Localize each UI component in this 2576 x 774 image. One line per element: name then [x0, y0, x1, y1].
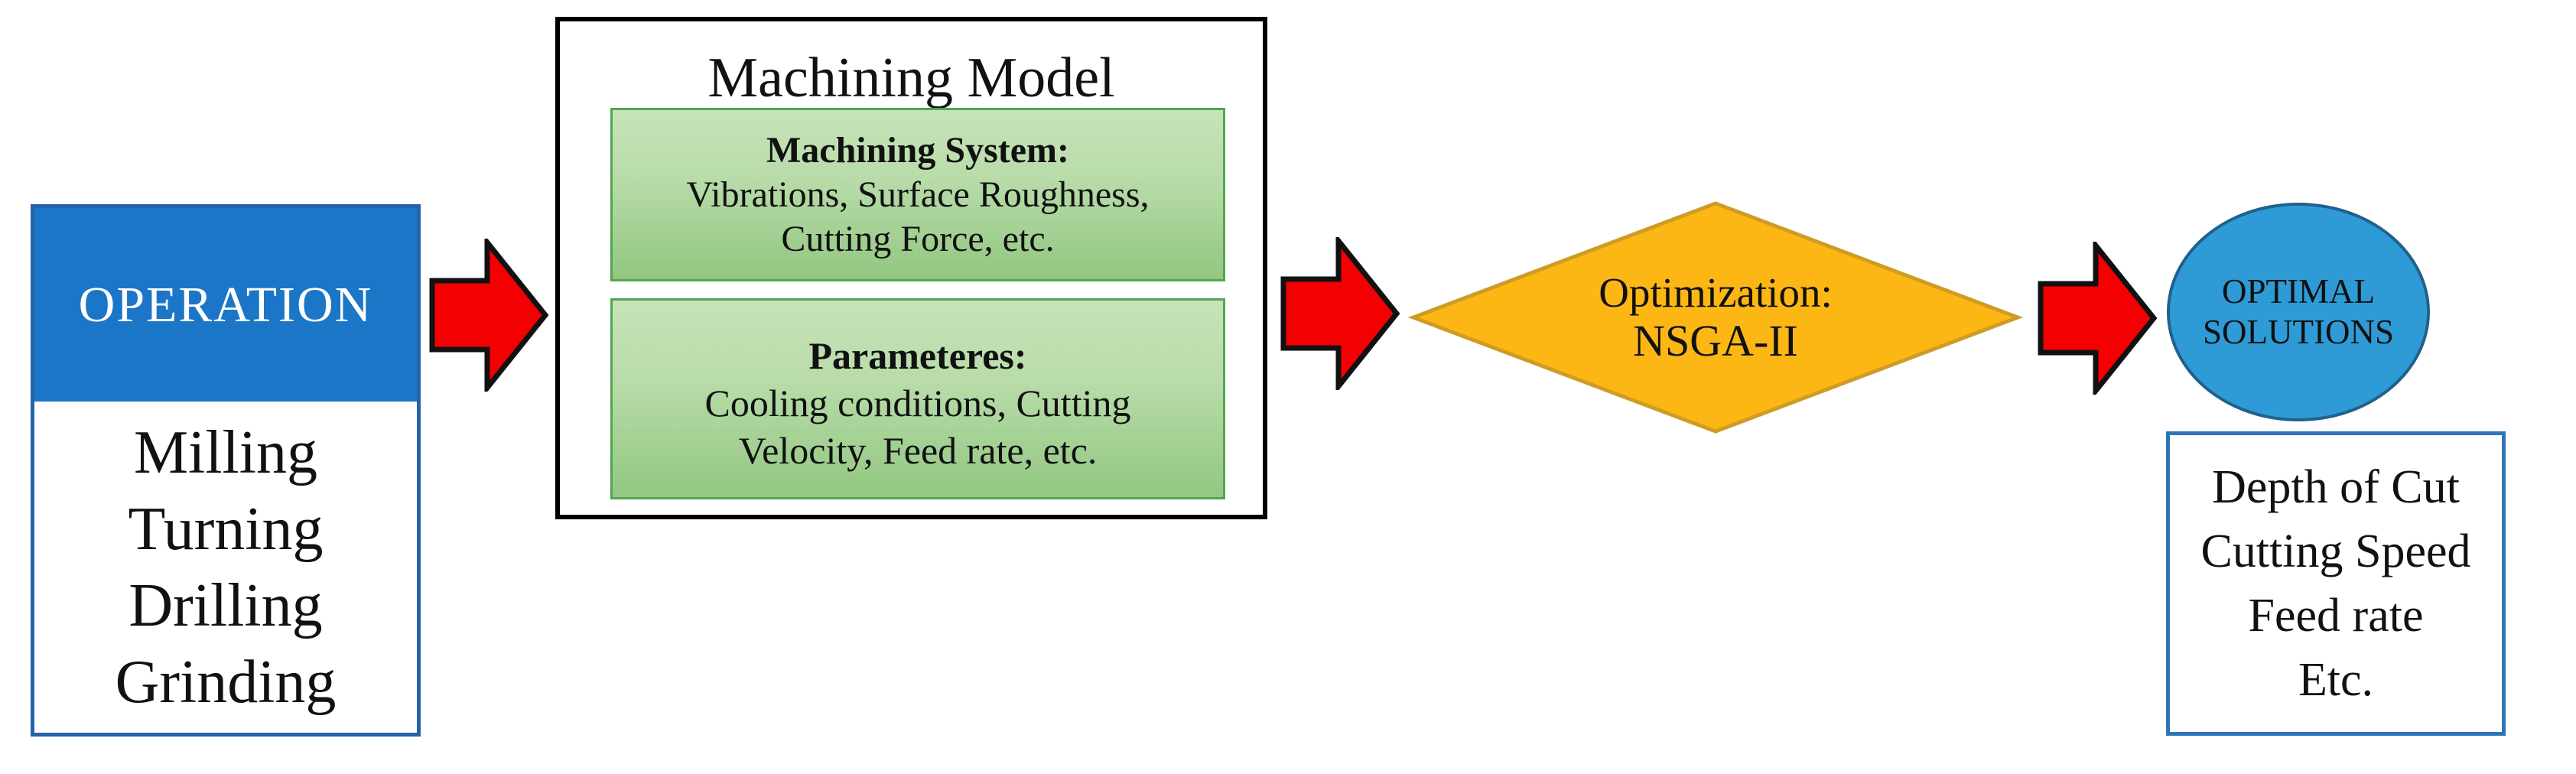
output-item-etc: Etc.	[2298, 654, 2374, 706]
operation-item-milling: Milling	[133, 418, 318, 486]
optimization-line2: NSGA-II	[1633, 316, 1798, 366]
output-item-depth-of-cut: Depth of Cut	[2212, 461, 2460, 513]
operation-list: Milling Turning Drilling Grinding	[115, 415, 337, 720]
right-arrow-icon	[1280, 237, 1400, 390]
machining-system-box: Machining System: Vibrations, Surface Ro…	[610, 108, 1225, 281]
machining-system-line2: Cutting Force, etc.	[781, 218, 1055, 259]
operation-title: OPERATION	[78, 276, 373, 333]
outputs-box: Depth of Cut Cutting Speed Feed rate Etc…	[2166, 431, 2506, 736]
right-arrow-icon	[429, 239, 549, 392]
output-item-feed-rate: Feed rate	[2248, 590, 2424, 642]
operation-box: OPERATION Milling Turning Drilling Grind…	[31, 204, 421, 737]
machining-system-heading: Machining System:	[766, 129, 1069, 171]
operation-header: OPERATION	[34, 208, 417, 402]
optimization-label: Optimization: NSGA-II	[1407, 201, 2024, 434]
parameters-line2: Velocity, Feed rate, etc.	[738, 428, 1098, 472]
parameters-line1: Cooling conditions, Cutting	[704, 381, 1131, 424]
right-arrow-icon	[2038, 242, 2158, 395]
operation-item-turning: Turning	[128, 495, 324, 563]
machining-system-line1: Vibrations, Surface Roughness,	[686, 174, 1150, 215]
parameters-heading: Parameteres:	[808, 333, 1027, 377]
optimization-line1: Optimization:	[1599, 269, 1833, 316]
operation-item-drilling: Drilling	[128, 571, 323, 639]
output-item-cutting-speed: Cutting Speed	[2200, 525, 2471, 577]
optimization-diamond	[1407, 201, 2024, 434]
outputs-list: Depth of Cut Cutting Speed Feed rate Etc…	[2200, 455, 2470, 712]
operation-item-grinding: Grinding	[115, 648, 337, 716]
machining-model-box: Machining Model Machining System: Vibrat…	[555, 17, 1267, 519]
optimal-solutions-line2: SOLUTIONS	[2202, 313, 2394, 351]
parameters-box: Parameteres: Cooling conditions, Cutting…	[610, 298, 1225, 499]
operation-body: Milling Turning Drilling Grinding	[34, 402, 417, 733]
optimal-solutions-line1: OPTIMAL	[2222, 272, 2375, 311]
machining-model-title: Machining Model	[707, 47, 1115, 109]
optimal-solutions-ellipse: OPTIMAL SOLUTIONS	[2167, 203, 2430, 421]
